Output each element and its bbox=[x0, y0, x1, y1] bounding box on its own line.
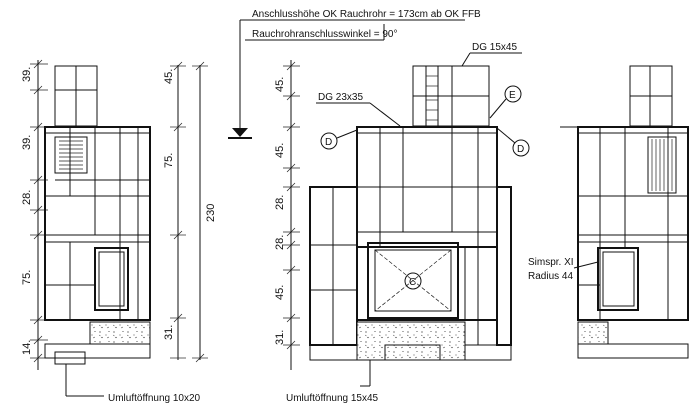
dim-left-inner-45: 45. bbox=[163, 69, 175, 84]
dim-total-230: 230 bbox=[205, 204, 217, 222]
marker-e: E bbox=[509, 90, 516, 101]
marker-c: C bbox=[409, 277, 416, 288]
dim-mid-45c: 45. bbox=[274, 285, 286, 300]
dim-mid-28a: 28. bbox=[274, 195, 286, 210]
dim-left-inner-31: 31. bbox=[163, 325, 175, 340]
dim-left-39b: 39. bbox=[21, 135, 33, 150]
marker-d-right: D bbox=[517, 144, 524, 155]
dim-mid-45a: 45. bbox=[274, 77, 286, 92]
marker-d-left: D bbox=[325, 137, 332, 148]
connection-height-text: Anschlusshöhe OK Rauchrohr = 173cm ab OK… bbox=[252, 9, 481, 20]
umluft-mid-text: Umluftöffnung 15x45 bbox=[286, 393, 379, 404]
dg-23x35-label: DG 23x35 bbox=[318, 92, 363, 103]
dim-left-75: 75. bbox=[21, 270, 33, 285]
simspr-label: Simspr. XI bbox=[528, 257, 574, 268]
left-side-view: 39. 39. 28. 75. 14. 45. 75. 31. 230 bbox=[21, 59, 217, 404]
front-view: 45. 45. 28. 28. 45. 31. bbox=[274, 42, 530, 404]
dim-left-14: 14. bbox=[21, 340, 33, 355]
dim-mid-28b: 28. bbox=[274, 235, 286, 250]
right-side-view: Simspr. XI Radius 44 bbox=[528, 65, 689, 359]
dim-left-28: 28. bbox=[21, 190, 33, 205]
dim-mid-31: 31. bbox=[274, 330, 286, 345]
dg-15x45-label: DG 15x45 bbox=[472, 42, 517, 53]
dim-left-inner-75: 75. bbox=[163, 153, 175, 168]
radius-label: Radius 44 bbox=[528, 271, 573, 282]
umluft-left-text: Umluftöffnung 10x20 bbox=[108, 393, 201, 404]
connection-angle-text: Rauchrohranschlusswinkel = 90° bbox=[252, 29, 397, 40]
connection-height-annotation: Anschlusshöhe OK Rauchrohr = 173cm ab OK… bbox=[228, 9, 481, 139]
dim-mid-45b: 45. bbox=[274, 143, 286, 158]
dim-left-39a: 39. bbox=[21, 67, 33, 82]
